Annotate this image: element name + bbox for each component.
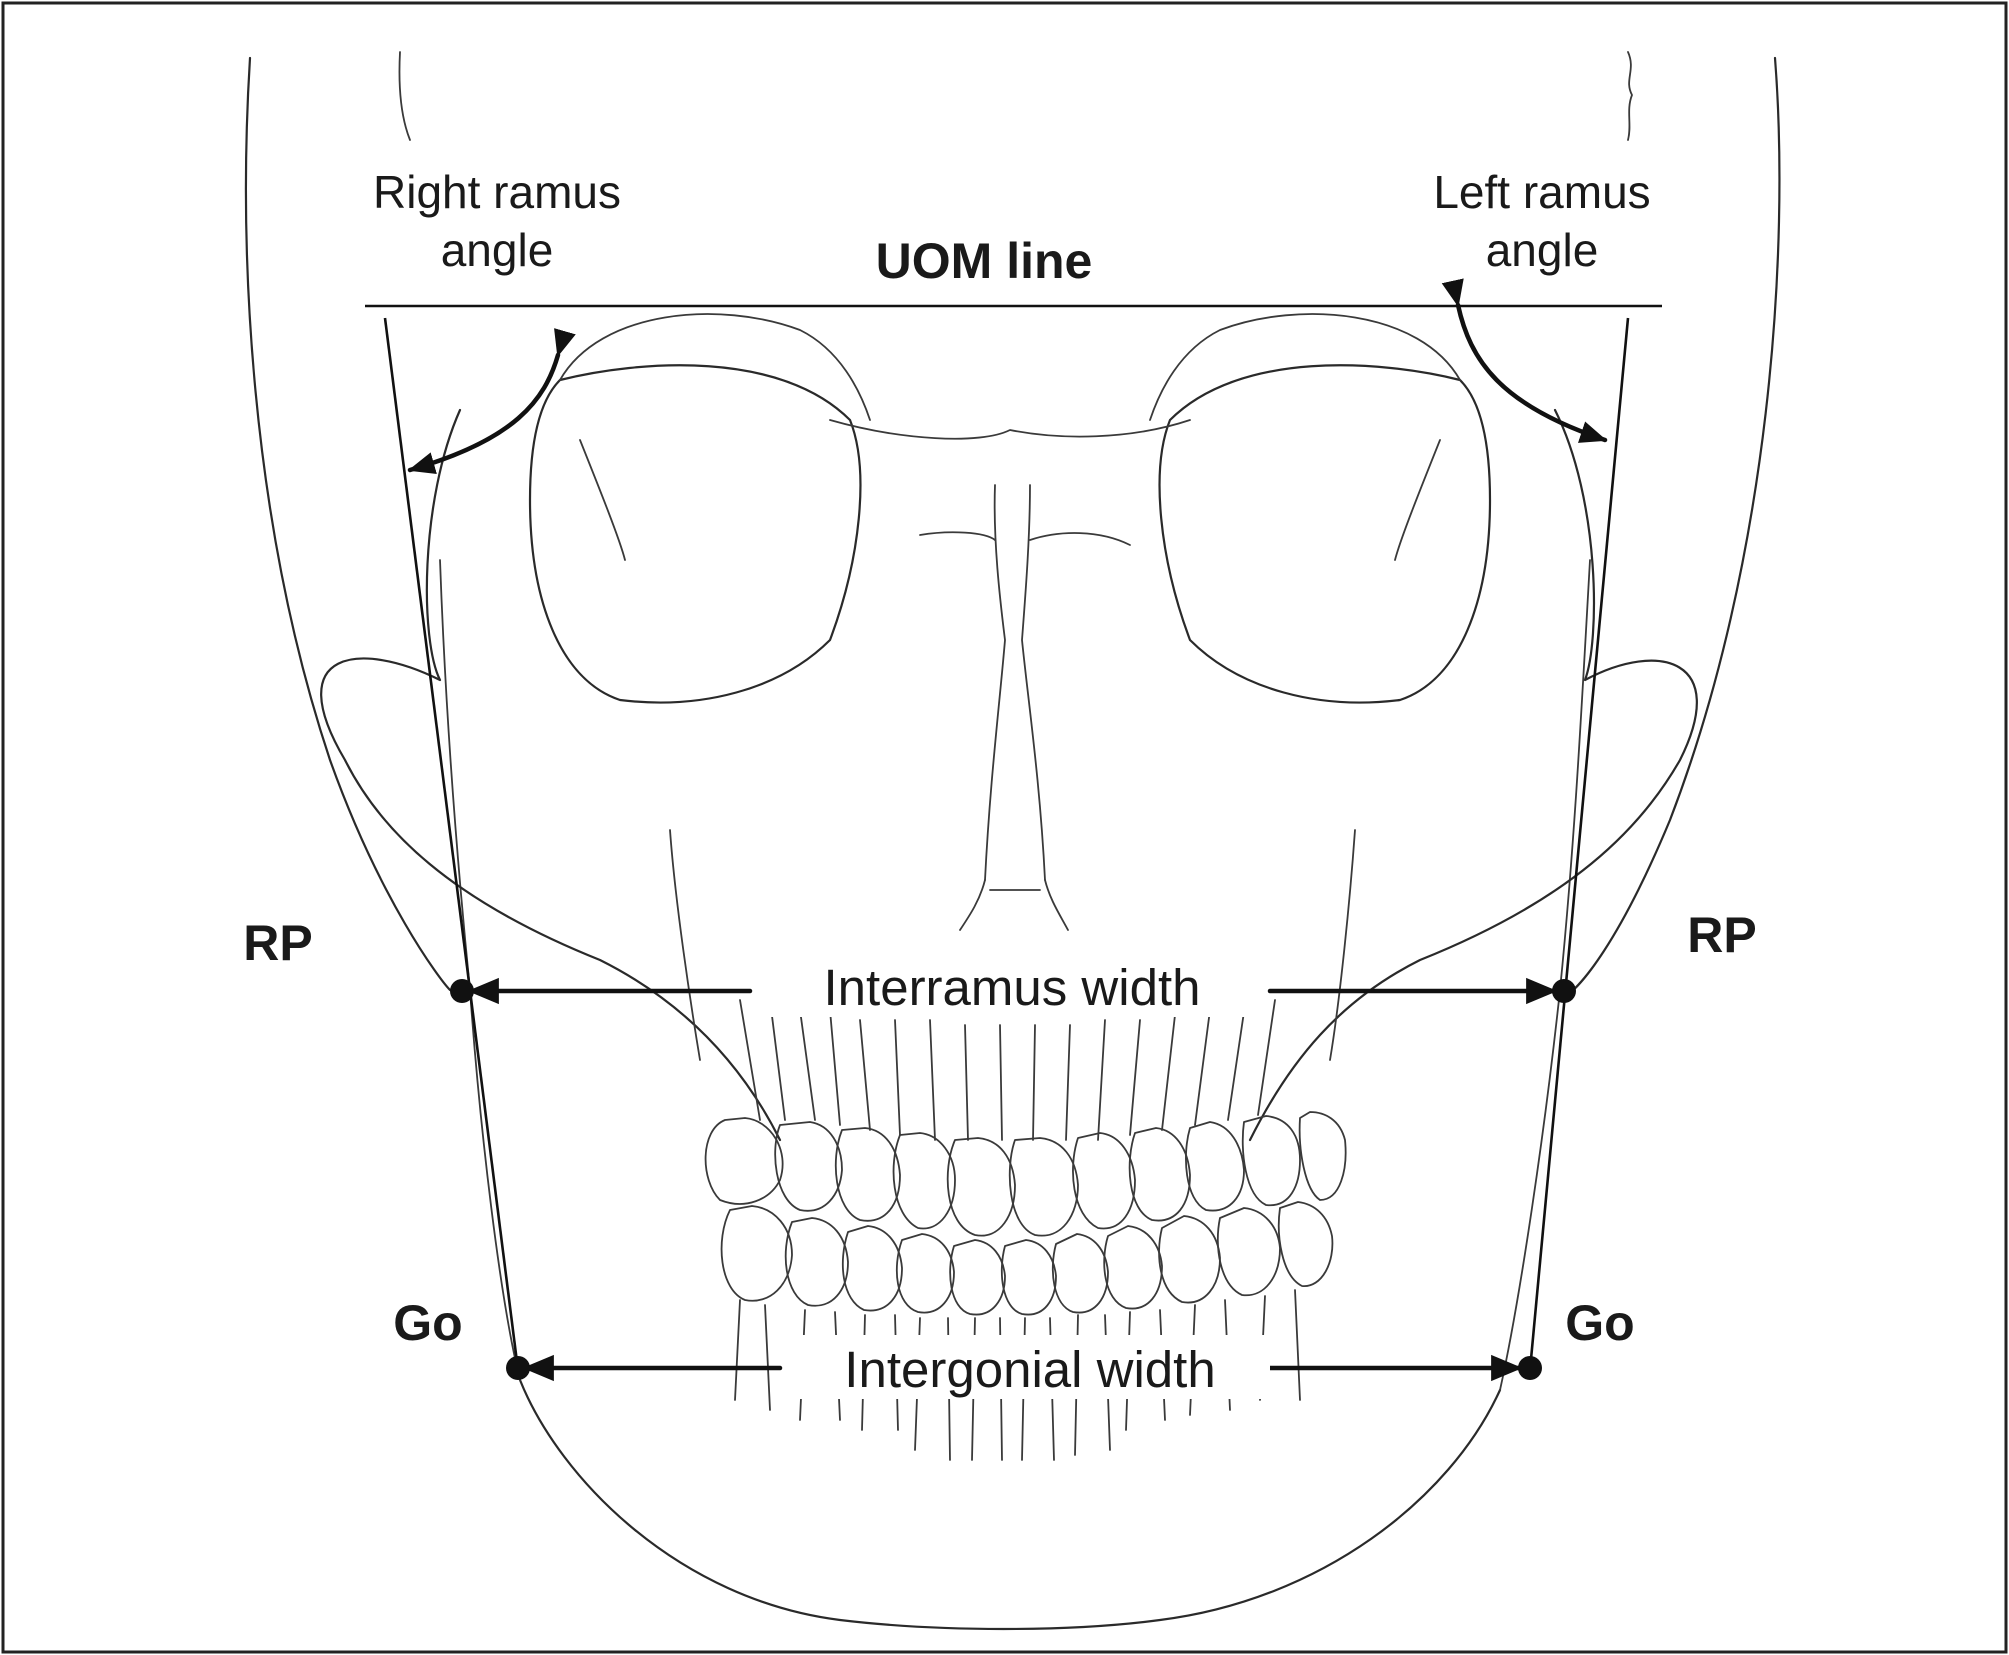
nasal-floor bbox=[959, 879, 1069, 931]
right-ramus-angle-arc bbox=[407, 328, 576, 475]
upper-teeth bbox=[704, 1111, 1347, 1237]
orbit-inner-left bbox=[1394, 439, 1441, 561]
go-label-right: Go bbox=[393, 1295, 462, 1351]
orbit-inner-right bbox=[579, 439, 626, 561]
brow-ridge-left bbox=[1029, 532, 1131, 546]
left-ramus-angle-label-line1: Left ramus bbox=[1433, 166, 1650, 218]
head-inner-right bbox=[398, 51, 411, 141]
rp-label-right: RP bbox=[243, 915, 312, 971]
interramus-label-bg bbox=[765, 955, 1265, 1017]
left-ramus-angle-label-line2: angle bbox=[1486, 224, 1599, 276]
left-ramus-angle-arc bbox=[1441, 278, 1608, 443]
nasal-bone-left bbox=[1021, 484, 1046, 881]
maxilla-right bbox=[669, 829, 701, 1061]
go-point-right bbox=[506, 1356, 530, 1380]
upper-tooth-roots bbox=[739, 999, 1276, 1141]
orbit-left bbox=[1158, 364, 1492, 704]
rp-point-right bbox=[450, 979, 474, 1003]
head-outline-right bbox=[244, 56, 452, 992]
intergonial-width-label: Intergonial width bbox=[844, 1341, 1215, 1398]
orbit-right bbox=[528, 364, 862, 704]
head-outline-left bbox=[1558, 56, 1781, 1002]
mandible bbox=[518, 1378, 1502, 1631]
nasal-bone-right bbox=[984, 484, 1006, 881]
brow-ridge-right bbox=[919, 531, 996, 541]
lower-teeth bbox=[720, 1201, 1334, 1316]
right-ramus-angle-label-line1: Right ramus bbox=[373, 166, 621, 218]
go-point-left bbox=[1518, 1356, 1542, 1380]
orbit-roof-left bbox=[1149, 313, 1461, 421]
frontal-brow bbox=[829, 419, 1191, 440]
right-ramus-line bbox=[383, 317, 520, 1371]
uom-line-label: UOM line bbox=[876, 233, 1093, 289]
rp-point-left bbox=[1552, 979, 1576, 1003]
rp-label-left: RP bbox=[1687, 907, 1756, 963]
zygoma-right bbox=[320, 408, 782, 1142]
right-ramus-angle-label-line2: angle bbox=[441, 224, 554, 276]
left-ramus-line bbox=[1528, 317, 1630, 1371]
zygoma-left bbox=[1248, 408, 1698, 1142]
mandible-angle-left bbox=[1499, 559, 1591, 1391]
go-label-left: Go bbox=[1565, 1295, 1634, 1351]
mandible-angle-right bbox=[439, 559, 521, 1381]
interramus-width-label: Interramus width bbox=[824, 959, 1201, 1016]
maxilla-left bbox=[1329, 829, 1356, 1061]
head-inner-left bbox=[1627, 51, 1633, 141]
intergonial-label-bg bbox=[790, 1335, 1270, 1399]
orbit-roof-right bbox=[559, 313, 871, 421]
